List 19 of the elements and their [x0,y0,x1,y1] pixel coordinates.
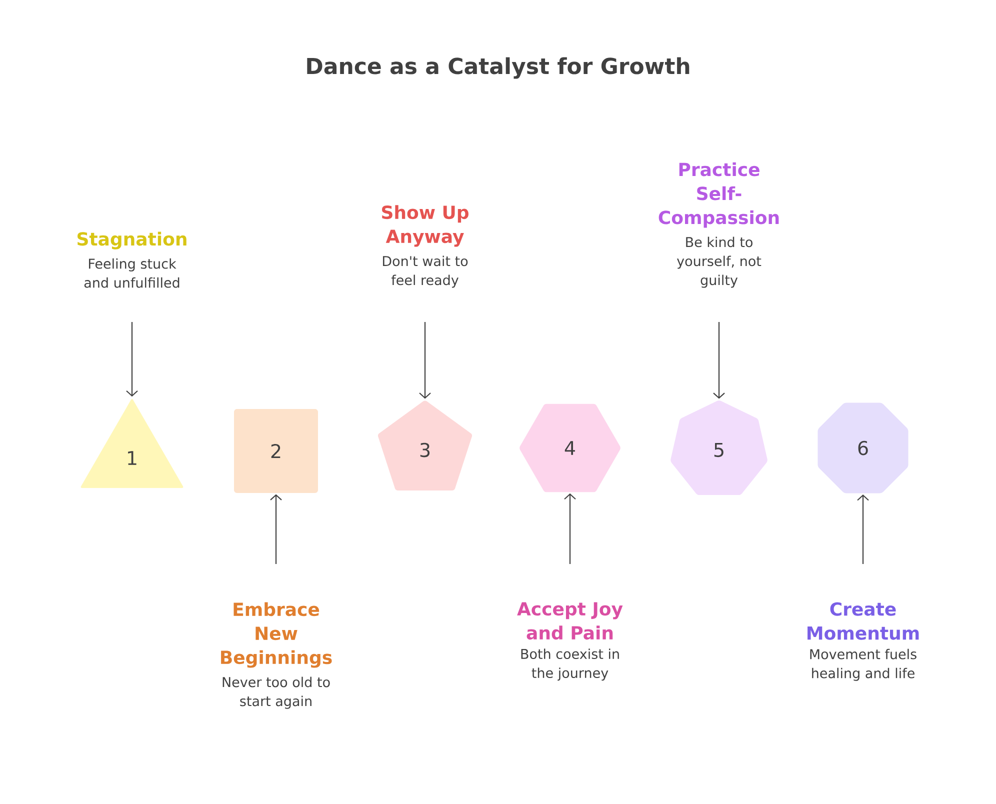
arrow [270,494,282,564]
step-description: Don't wait to feel ready [382,256,468,288]
step-description: Both coexist in the journey [521,648,619,681]
step-title: Show Up Anyway [382,205,468,247]
step-title: Embrace New Beginnings [221,602,332,668]
step-description: Movement fuels healing and life [810,648,916,681]
step-description: Never too old to start again [222,676,330,709]
step-description: Feeling stuck and unfulfilled [84,258,180,288]
step-title: Stagnation [78,232,186,250]
arrow [564,493,576,564]
diagram-title: Dance as a Catalyst for Growth [307,57,690,79]
step-title: Accept Joy and Pain [517,602,623,640]
step-title: Practice Self-Compassion [658,162,779,228]
arrow [126,322,138,397]
arrow [713,322,725,399]
arrow [857,494,869,564]
step-title: Create Momentum [808,602,919,640]
step-description: Be kind to yourself, not guilty [676,236,762,288]
arrow [419,322,431,399]
